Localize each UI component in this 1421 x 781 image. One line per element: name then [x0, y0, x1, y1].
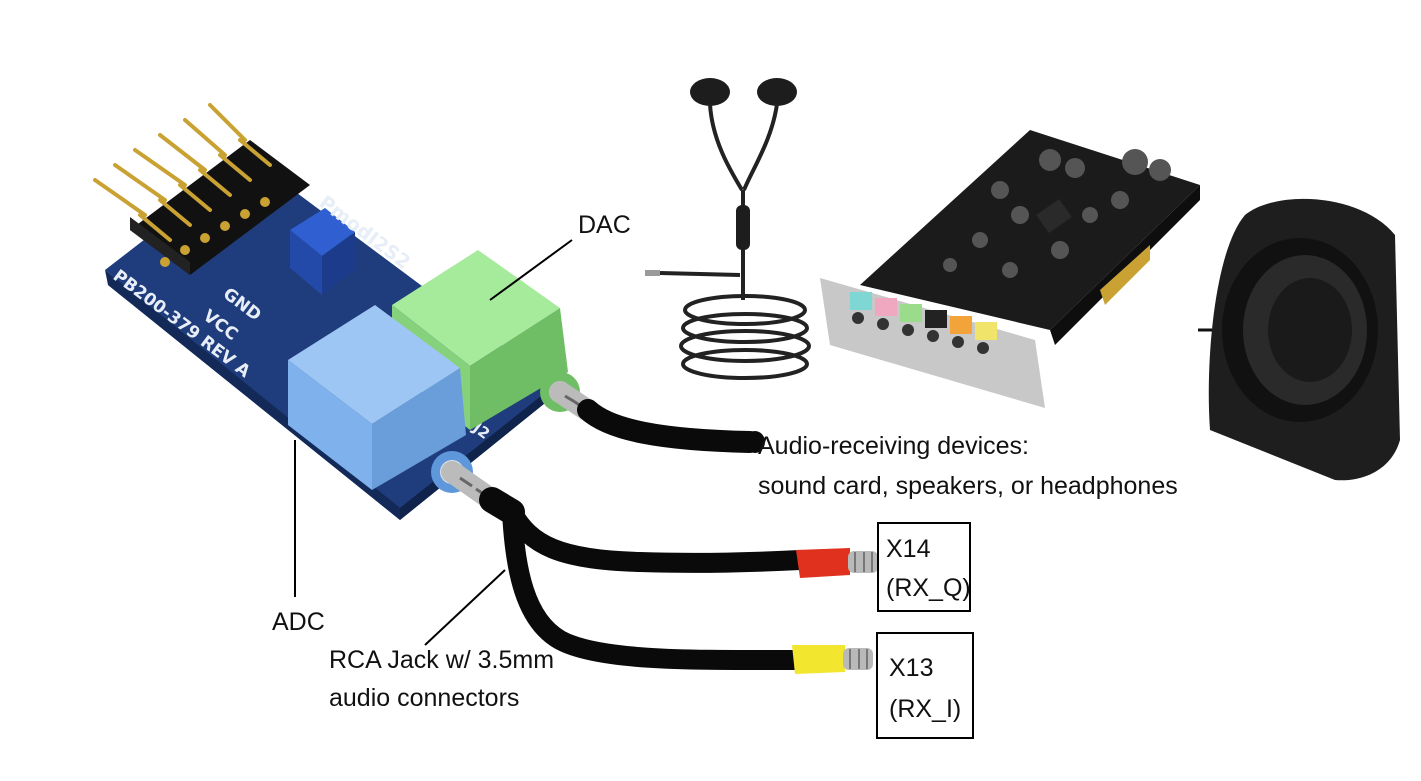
x13-label: X13 [889, 654, 933, 682]
rca-label-line2: audio connectors [329, 684, 519, 712]
adc-label: ADC [272, 608, 325, 636]
x14-box: X14 (RX_Q) [878, 523, 971, 611]
rca-splitter-cable [452, 472, 800, 660]
devices-label-line2: sound card, speakers, or headphones [758, 472, 1178, 500]
dac-cable [560, 392, 765, 453]
x14-signal-label: (RX_Q) [886, 574, 971, 602]
speaker-image [1198, 199, 1400, 480]
x14-label: X14 [886, 535, 931, 563]
devices-label-line1: Audio-receiving devices: [758, 432, 1029, 460]
dac-label: DAC [578, 211, 631, 239]
x13-box: X13 (RX_I) [877, 633, 973, 738]
rca-red-plug [796, 548, 878, 578]
adc-callout: ADC [272, 440, 325, 636]
sound-card-image [820, 130, 1200, 408]
rca-label-line1: RCA Jack w/ 3.5mm [329, 646, 554, 674]
rca-yellow-plug [792, 645, 873, 674]
pmod-i2s2-board: PmodI2S2 GND VCC PB200-379 REV A J2 [95, 105, 580, 520]
x13-signal-label: (RX_I) [889, 695, 961, 723]
devices-callout: Audio-receiving devices: sound card, spe… [758, 432, 1178, 500]
earphones-image [645, 78, 809, 378]
